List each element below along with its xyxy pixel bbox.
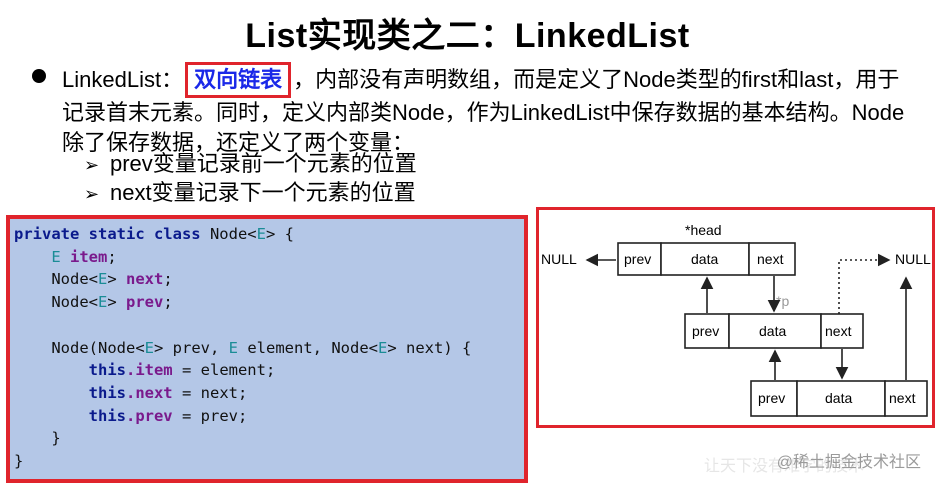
bullet-paragraph: LinkedList：双向链表，内部没有声明数组，而是定义了Node类型的fir…	[62, 62, 912, 158]
code-field: .prev	[125, 406, 173, 425]
code-type: E	[51, 247, 61, 266]
code-field: next	[126, 270, 164, 289]
node-2-next: next	[825, 323, 852, 339]
code-field: prev	[126, 293, 164, 312]
code-text: = next;	[172, 383, 248, 402]
sub-item-prev: ➢ prev变量记录前一个元素的位置	[84, 150, 417, 179]
node-2-data: data	[759, 323, 786, 339]
head-label: *head	[685, 222, 722, 238]
code-text: >	[107, 270, 127, 289]
code-type: E	[377, 338, 388, 357]
code-text: element, Node<	[238, 338, 378, 357]
page-title: List实现类之二：LinkedList	[245, 17, 690, 55]
code-type: E	[228, 338, 238, 357]
sub-item-text: prev变量记录前一个元素的位置	[110, 151, 417, 176]
code-text: Node(Node<	[51, 338, 145, 357]
code-keyword: this	[88, 383, 126, 402]
code-type: E	[256, 225, 266, 243]
code-field: .item	[125, 361, 173, 380]
node-1-data: data	[691, 251, 718, 267]
code-field: item	[70, 247, 108, 266]
bullet-rest: ，内部没有声明数组，而是定义了Node类型的first和last，用于记录首末元…	[62, 67, 905, 155]
code-keyword: private static class	[14, 225, 201, 243]
code-text: = element;	[172, 361, 276, 380]
code-keyword: this	[88, 361, 126, 380]
code-text: }	[14, 452, 24, 471]
node-3	[750, 380, 928, 417]
node-2-prev: prev	[692, 323, 719, 339]
code-text: Node<	[200, 225, 257, 243]
code-text: Node<	[51, 293, 98, 312]
pointer-p-label: *p	[776, 293, 789, 309]
bullet-dot	[32, 69, 46, 83]
node-1-next: next	[757, 251, 784, 267]
code-text: > {	[265, 225, 294, 243]
watermark-faint: 让天下没有难学的技术	[704, 458, 865, 475]
null-left-label: NULL	[541, 251, 577, 267]
code-text: > next) {	[387, 338, 472, 357]
null-right-label: NULL	[895, 251, 931, 267]
node-3-next: next	[889, 390, 916, 406]
sub-item-next: ➢ next变量记录下一个元素的位置	[84, 179, 416, 208]
code-keyword: this	[88, 406, 126, 425]
code-text: ;	[163, 293, 173, 312]
code-text: = prev;	[172, 406, 248, 425]
code-text: Node<	[51, 270, 98, 289]
node-3-data: data	[825, 390, 852, 406]
bullet-prefix: LinkedList：	[62, 67, 184, 92]
node-1-prev: prev	[624, 251, 651, 267]
code-text: }	[51, 429, 61, 448]
arrow-bullet-icon: ➢	[84, 155, 100, 175]
node-3-prev: prev	[758, 390, 785, 406]
code-text: >	[107, 293, 127, 312]
linked-list-diagram: *head prev data next NULL NULL *p prev d…	[536, 207, 935, 428]
highlight-term: 双向链表	[185, 62, 292, 98]
node-2	[684, 313, 864, 349]
diagram-canvas: *head prev data next NULL NULL *p prev d…	[541, 222, 931, 417]
sub-item-text: next变量记录下一个元素的位置	[110, 180, 416, 205]
node-1	[617, 242, 796, 276]
code-type: E	[98, 270, 108, 289]
watermark: @稀土掘金技术社区	[776, 454, 921, 471]
code-type: E	[144, 338, 154, 357]
code-type: E	[98, 293, 108, 312]
code-field: .next	[125, 383, 173, 402]
code-text: > prev,	[154, 338, 229, 357]
code-block: private static class Node<E> { E item; N…	[6, 215, 528, 483]
code-text: ;	[107, 247, 117, 266]
arrow-bullet-icon: ➢	[84, 184, 100, 204]
code-text: ;	[163, 270, 173, 289]
